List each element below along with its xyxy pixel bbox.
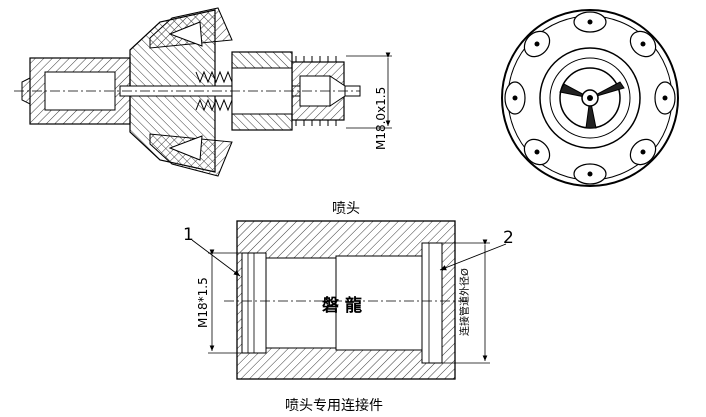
nozzle-thread-label: M18.0x1.5 xyxy=(374,86,388,150)
callout-2-leader xyxy=(439,243,507,271)
nozzle-section-view xyxy=(14,7,392,177)
valve-cone xyxy=(329,75,346,107)
lower-deflector xyxy=(168,135,203,161)
pipe-od-dimension xyxy=(442,239,490,364)
spring xyxy=(195,70,233,112)
nozzle-caption: 喷头 xyxy=(332,201,360,217)
nozzle-tip xyxy=(21,77,31,105)
mid-bore xyxy=(335,255,423,351)
main-bore xyxy=(265,257,337,349)
connector-thread-label: M18*1.5 xyxy=(196,277,210,328)
connector-section-view xyxy=(191,220,507,380)
pipe-socket xyxy=(421,242,443,364)
callout-1-label: 1 xyxy=(183,225,194,245)
thread-teeth xyxy=(295,56,337,126)
center-pin xyxy=(587,95,593,101)
pipe-od-label: 连接管道外径Ø xyxy=(460,268,471,336)
port-holes xyxy=(512,19,668,177)
connector-thread-dimension xyxy=(208,249,242,354)
nozzle-thread-dimension xyxy=(346,52,392,129)
nozzle-end-view xyxy=(501,9,679,187)
brand-mark: 磐龍 xyxy=(322,296,368,316)
callout-1-leader xyxy=(191,239,241,277)
upper-deflector xyxy=(168,21,203,47)
callout-2-label: 2 xyxy=(503,228,514,248)
connector-caption: 喷头专用连接件 xyxy=(285,398,383,414)
